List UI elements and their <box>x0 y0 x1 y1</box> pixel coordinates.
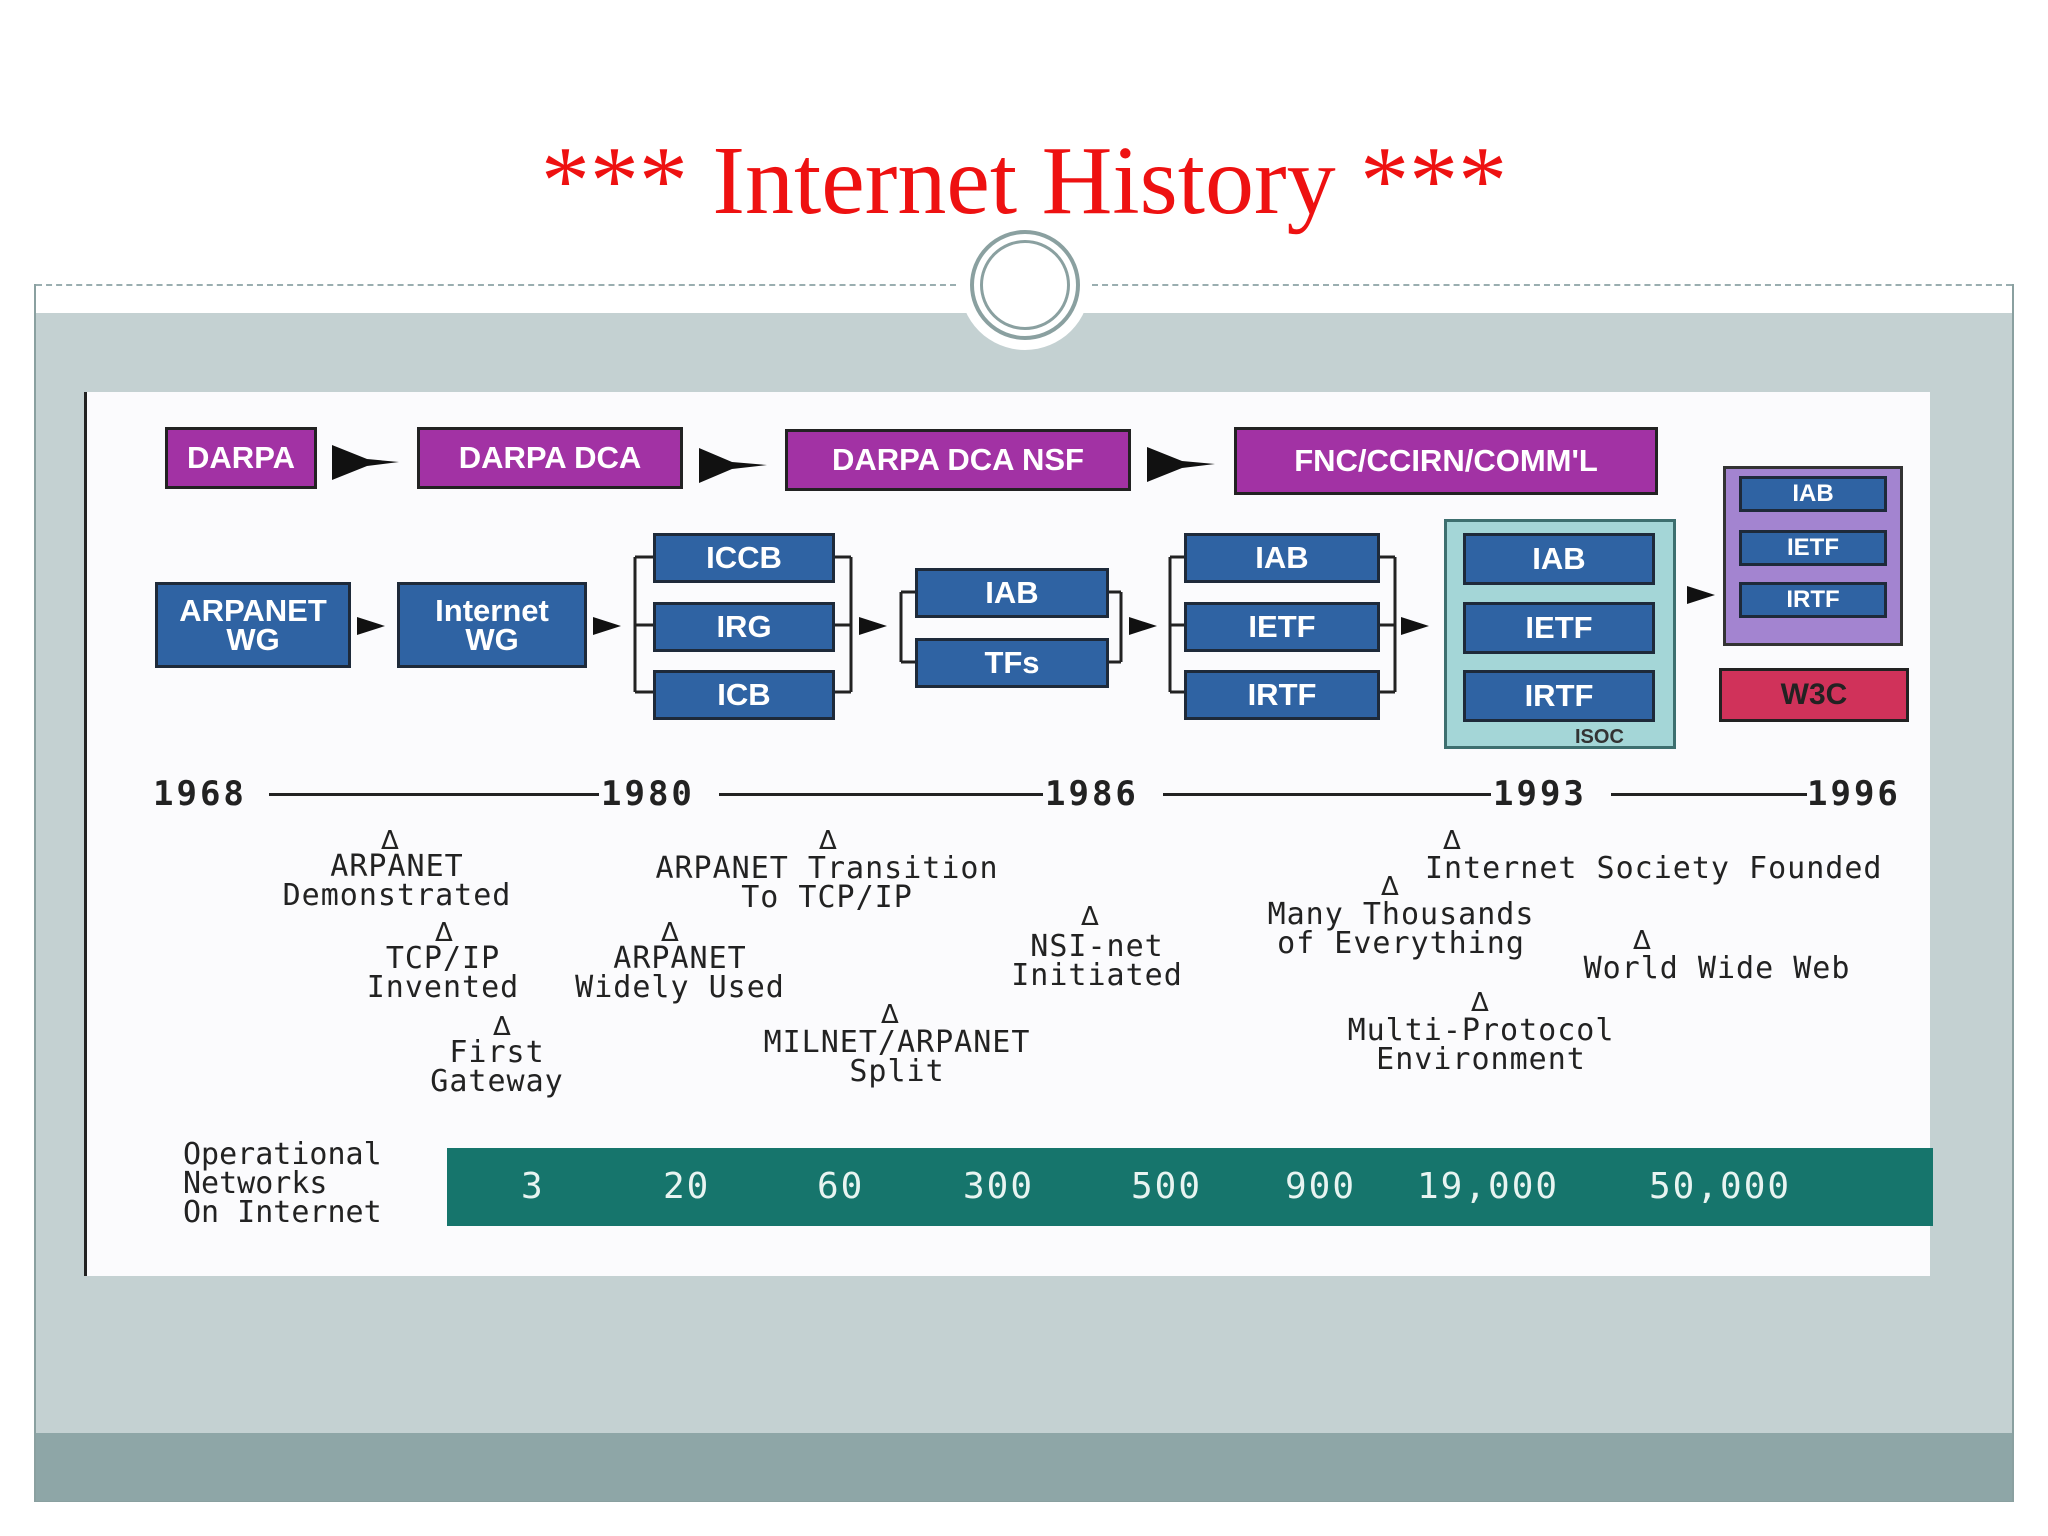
group-internet-wg: Internet WG <box>397 582 587 668</box>
slide-title: *** Internet History *** <box>540 127 1508 235</box>
group-ietf-1993: IETF <box>1463 602 1655 654</box>
network-count: 300 <box>963 1166 1035 1207</box>
isoc-label: ISOC <box>1575 726 1624 748</box>
bracket-iccb-right <box>831 555 853 694</box>
group-ietf-1996: IETF <box>1739 530 1887 566</box>
group-w3c: W3C <box>1719 668 1909 722</box>
event-marker: Δ <box>493 1012 511 1042</box>
network-count: 20 <box>663 1166 711 1207</box>
event-marker: Δ <box>381 826 399 856</box>
group-ietf-1990: IETF <box>1184 602 1380 652</box>
event-arpanet-demonstrated: ARPANET Demonstrated <box>282 849 512 913</box>
event-marker: Δ <box>819 826 837 856</box>
year-1986: 1986 <box>1045 774 1139 814</box>
group-brackets <box>633 555 1397 694</box>
arrow-isoc-to-web <box>1687 586 1715 604</box>
bracket-iccb-left <box>633 555 655 694</box>
operational-networks-label: Operational Networks On Internet <box>183 1137 382 1230</box>
group-tfs: TFs <box>915 638 1109 688</box>
event-multi-protocol: Multi-Protocol Environment <box>1347 1013 1615 1077</box>
event-world-wide-web: World Wide Web <box>1583 951 1851 986</box>
footer-band <box>36 1433 2012 1501</box>
timeline-segment-4 <box>1611 793 1807 796</box>
year-1993: 1993 <box>1493 774 1587 814</box>
network-count-1968: 3 <box>521 1166 545 1207</box>
group-irtf-1990: IRTF <box>1184 670 1380 720</box>
arrow-darpa-to-dca <box>332 445 399 480</box>
timeline-segment-1 <box>269 793 599 796</box>
group-iab-1996: IAB <box>1739 476 1887 512</box>
event-marker: Δ <box>1471 988 1489 1018</box>
group-iab-1990: IAB <box>1184 533 1380 583</box>
event-marker: Δ <box>881 1000 899 1030</box>
divider-ornament-inner-ring <box>980 240 1070 330</box>
event-tcpip-invented: TCP/IP Invented <box>366 941 520 1005</box>
agency-darpa-dca: DARPA DCA <box>417 427 683 489</box>
event-many-thousands: Many Thousands of Everything <box>1267 897 1535 961</box>
bracket-ietf-right <box>1377 555 1397 694</box>
group-arrows <box>357 586 1715 635</box>
arrow-ietf-to-isoc <box>1401 617 1429 635</box>
group-irtf-1993: IRTF <box>1463 670 1655 722</box>
divider-ornament-ring <box>970 230 1080 340</box>
event-marker: Δ <box>661 918 679 948</box>
group-irg: IRG <box>653 602 835 652</box>
group-arpanet-wg: ARPANET WG <box>155 582 351 668</box>
group-iab-1993: IAB <box>1463 533 1655 585</box>
year-1996: 1996 <box>1807 774 1901 814</box>
arrow-arpanet-to-internet-wg <box>357 617 385 635</box>
bracket-ietf-left <box>1168 555 1187 694</box>
arrow-internet-wg-to-iccb <box>593 617 621 635</box>
bracket-iab-left <box>899 590 917 664</box>
event-marker: Δ <box>1081 902 1099 932</box>
operational-networks-band <box>447 1148 1933 1226</box>
event-marker: Δ <box>1633 926 1651 956</box>
arrow-iab-to-ietf <box>1129 617 1157 635</box>
event-milnet-arpanet-split: MILNET/ARPANET Split <box>763 1025 1031 1089</box>
arrow-dca-to-nsf <box>699 448 767 483</box>
network-count: 19,000 <box>1417 1166 1560 1207</box>
network-count-1996: 50,000 <box>1649 1166 1792 1207</box>
timeline-segment-3 <box>1163 793 1491 796</box>
agency-arrows <box>332 445 1215 483</box>
title-divider-right <box>1092 284 2012 286</box>
year-1968: 1968 <box>153 774 247 814</box>
network-count: 500 <box>1131 1166 1203 1207</box>
event-arpanet-widely-used: ARPANET Widely Used <box>575 941 785 1005</box>
event-first-gateway: First Gateway <box>430 1035 564 1099</box>
network-count: 60 <box>817 1166 865 1207</box>
agency-darpa: DARPA <box>165 427 317 489</box>
group-icb: ICB <box>653 670 835 720</box>
group-iab-1986: IAB <box>915 568 1109 618</box>
event-nsi-net-initiated: NSI-net Initiated <box>1011 929 1183 993</box>
arrow-nsf-to-fnc <box>1147 447 1215 482</box>
group-iccb: ICCB <box>653 533 835 583</box>
event-internet-society-founded: Internet Society Founded <box>1425 851 1883 886</box>
event-marker: Δ <box>435 918 453 948</box>
diagram-connectors <box>332 445 1715 694</box>
event-marker: Δ <box>1443 826 1461 856</box>
timeline-segment-2 <box>719 793 1043 796</box>
arrow-iccb-to-iab <box>859 617 887 635</box>
agency-fnc-ccirn-comml: FNC/CCIRN/COMM'L <box>1234 427 1658 495</box>
title-divider-left <box>36 284 956 286</box>
network-count: 900 <box>1285 1166 1357 1207</box>
group-irtf-1996: IRTF <box>1739 582 1887 618</box>
event-marker: Δ <box>1381 872 1399 902</box>
event-arpanet-transition: ARPANET Transition To TCP/IP <box>655 851 999 915</box>
agency-darpa-dca-nsf: DARPA DCA NSF <box>785 429 1131 491</box>
year-1980: 1980 <box>601 774 695 814</box>
internet-history-diagram: DARPA DARPA DCA DARPA DCA NSF FNC/CCIRN/… <box>84 392 1933 1276</box>
